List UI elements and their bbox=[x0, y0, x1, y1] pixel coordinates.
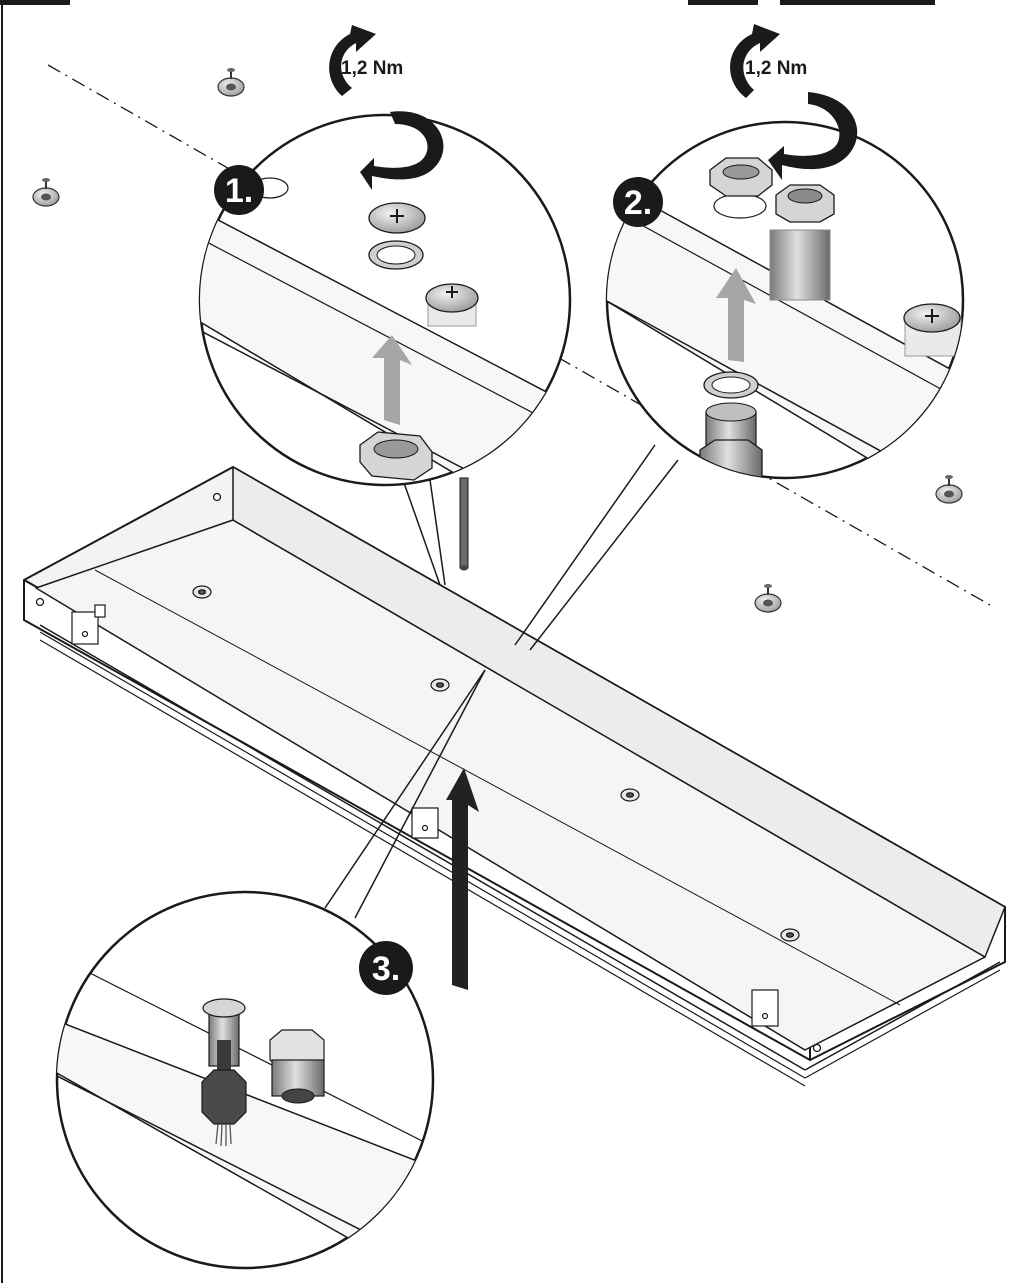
ceiling-screw-plugs bbox=[32, 68, 963, 613]
screw-plug-icon bbox=[32, 178, 60, 207]
step-3-badge bbox=[359, 941, 413, 995]
screw-plug-icon bbox=[903, 303, 962, 357]
screw-plug-icon bbox=[425, 283, 479, 327]
step-2-badge bbox=[613, 177, 663, 227]
detail-step-3: 3. bbox=[55, 890, 435, 1270]
step-1-badge bbox=[214, 165, 264, 215]
cable-gland-icon bbox=[201, 998, 247, 1147]
screw-plug-icon bbox=[935, 475, 963, 504]
screw-plug-icon bbox=[368, 202, 426, 234]
sealing-ring-icon bbox=[703, 371, 759, 399]
detail-leader-lines bbox=[324, 444, 679, 919]
step-2-number: 2. bbox=[624, 184, 652, 222]
end-clip bbox=[751, 989, 779, 1027]
rotate-clockwise-arrow-icon bbox=[329, 25, 376, 96]
cable-gland-icon bbox=[699, 402, 763, 478]
torque-indicator-2: 1,2 Nm bbox=[730, 24, 807, 98]
lock-nut-icon bbox=[359, 431, 433, 481]
page-frame bbox=[0, 0, 935, 1283]
luminaire-housing bbox=[23, 466, 1006, 1087]
step-3-number: 3. bbox=[372, 950, 400, 988]
screw-plug-icon bbox=[217, 68, 245, 97]
torque-indicator-1: 1,2 Nm bbox=[329, 25, 403, 96]
mounting-hole bbox=[620, 788, 640, 802]
mounting-hole bbox=[430, 678, 450, 692]
end-clip bbox=[71, 604, 106, 645]
mains-cable bbox=[459, 477, 469, 571]
rotate-clockwise-arrow-icon bbox=[768, 92, 858, 180]
torque-label-2: 1,2 Nm bbox=[745, 58, 807, 79]
cable-gland-icon bbox=[269, 1029, 325, 1104]
step-1-number: 1. bbox=[225, 172, 253, 210]
mounting-hole bbox=[192, 585, 212, 599]
screw-plug-icon bbox=[754, 584, 782, 613]
end-clip bbox=[411, 807, 439, 839]
end-clips bbox=[71, 604, 779, 1027]
sealing-ring-icon bbox=[368, 240, 424, 270]
housing-mounting-holes bbox=[192, 585, 800, 942]
lift-up-arrow-icon bbox=[716, 268, 756, 362]
lock-nut-icon bbox=[709, 157, 773, 197]
detail-step-2: 2. bbox=[605, 92, 965, 480]
rotate-clockwise-arrow-icon bbox=[730, 24, 780, 98]
lift-up-arrow-icon bbox=[372, 335, 412, 425]
cable-gland-icon bbox=[769, 184, 835, 301]
mounting-hole bbox=[780, 928, 800, 942]
torque-label-1: 1,2 Nm bbox=[341, 58, 403, 79]
lift-up-arrow-icon bbox=[446, 768, 479, 990]
rotate-clockwise-arrow-icon bbox=[360, 111, 444, 190]
